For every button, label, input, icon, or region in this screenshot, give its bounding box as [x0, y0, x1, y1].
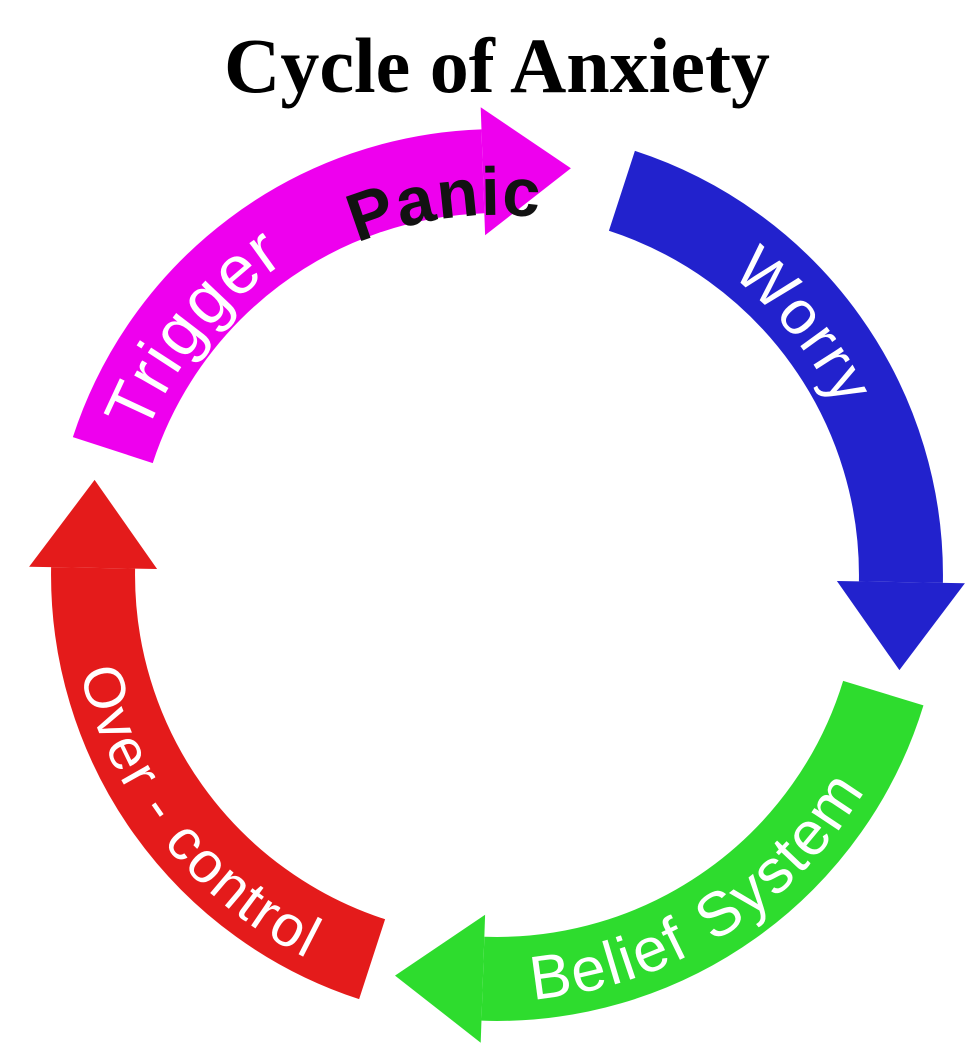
over-control-arrow-band — [51, 567, 386, 1000]
trigger-arrow-band — [72, 129, 485, 464]
over-control-arrowhead-icon — [29, 479, 158, 569]
trigger-arrow: Trigger Panic — [72, 107, 571, 464]
trigger-arrowhead-icon — [480, 107, 571, 236]
system-word-label: System — [683, 759, 878, 955]
belief-system-arrow-band — [481, 680, 924, 1021]
worry-arrow-band — [608, 150, 943, 583]
over-control-arrow: Over - control — [29, 479, 386, 1000]
worry-arrow: Worry — [608, 150, 965, 671]
over-control-arc-label: Over - control — [67, 657, 332, 971]
trigger-arc-label: Trigger — [90, 211, 295, 441]
page-title: Cycle of Anxiety — [224, 22, 770, 109]
belief-system-arrowhead-icon — [395, 914, 486, 1043]
worry-arrowhead-icon — [836, 581, 965, 671]
belief-system-arrow: Belief System — [395, 680, 924, 1043]
